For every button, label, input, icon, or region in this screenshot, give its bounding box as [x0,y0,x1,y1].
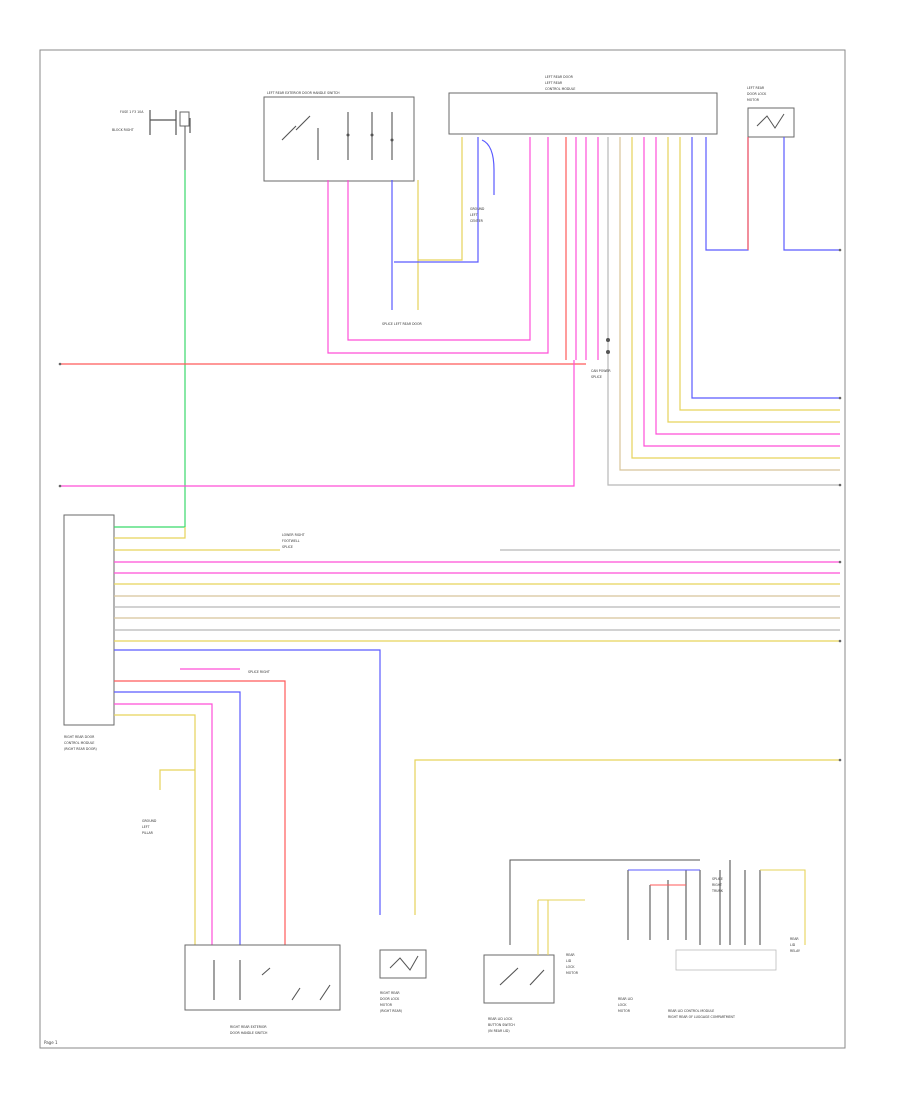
svg-text:DOOR LOCK: DOOR LOCK [747,92,767,96]
svg-text:LOCK: LOCK [566,965,575,969]
right-module-label: RIGHT REAR DOOR [64,735,95,739]
svg-text:PILLAR: PILLAR [142,831,154,835]
svg-text:CENTER: CENTER [470,219,484,223]
svg-text:CONTROL MODULE: CONTROL MODULE [64,741,94,745]
svg-text:FOOTWELL: FOOTWELL [282,539,300,543]
svg-text:MOTOR: MOTOR [618,1009,631,1013]
svg-text:MOTOR: MOTOR [747,98,760,102]
bus-labels: LOWER RIGHT FOOTWELL SPLICE SPLICE RIGHT… [142,533,305,835]
left-rear-lock-motor: LEFT REAR DOOR LOCK MOTOR [747,86,795,138]
svg-text:DOOR HANDLE SWITCH: DOOR HANDLE SWITCH [230,1031,268,1035]
splice-2-label: SPLICE RIGHT [248,670,270,674]
left-rear-exterior-switch: LEFT REAR EXTERIOR DOOR HANDLE SWITCH [263,91,415,182]
fuse-block-sublabel: BLOCK RIGHT [112,128,134,132]
ground-3-label: GROUND [142,819,157,823]
rear-lid-lock-label: REAR [566,953,575,957]
svg-text:(RIGHT REAR): (RIGHT REAR) [380,1009,402,1013]
left-rear-door-module-label: LEFT REAR DOOR [545,75,574,79]
svg-text:SPLICE: SPLICE [591,375,602,379]
top-wiring [60,137,840,487]
svg-text:MOTOR: MOTOR [380,1003,393,1007]
right-edge-connectors [58,248,842,762]
ground-1-label: GROUND [470,207,485,211]
svg-text:LID: LID [790,943,796,947]
svg-text:SPLICE: SPLICE [282,545,293,549]
svg-text:LEFT: LEFT [470,213,478,217]
right-rear-ext-switch-label: RIGHT REAR EXTERIOR [230,1025,267,1029]
ground-2-label: SPLICE LEFT REAR DOOR [382,322,423,326]
left-rear-ext-switch-label: LEFT REAR EXTERIOR DOOR HANDLE SWITCH [267,91,340,95]
diagram-frame [39,49,846,1049]
right-rear-lock-motor-label: RIGHT REAR [380,991,400,995]
trunk-splice-label: SPLICE [712,877,723,881]
svg-text:TRUNK: TRUNK [711,889,724,893]
svg-text:CONTROL MODULE: CONTROL MODULE [545,87,575,91]
svg-text:LEFT REAR: LEFT REAR [545,81,563,85]
fuse-block-area: FUSE 1 F3 10A BLOCK RIGHT [112,110,191,527]
module-bus [114,526,840,945]
right-rear-exterior-switch: RIGHT REAR EXTERIOR DOOR HANDLE SWITCH [184,944,341,1035]
right-rear-lock-motor: RIGHT REAR DOOR LOCK MOTOR (RIGHT REAR) [379,949,427,1013]
splice-1-label: CAN POWER [591,369,611,373]
svg-text:MOTOR: MOTOR [566,971,579,975]
left-rear-lock-motor-label: LEFT REAR [747,86,765,90]
splice-markers-top: CAN POWER SPLICE GROUND LEFT CENTER SPLI… [382,207,611,379]
svg-text:RIGHT REAR OF LUGGAGE COMPARTM: RIGHT REAR OF LUGGAGE COMPARTMENT [668,1015,735,1019]
svg-text:DOOR LOCK: DOOR LOCK [380,997,400,1001]
rear-lid-switch: REAR LID LOCK BUTTON SWITCH (IN REAR LID… [483,859,700,1033]
rear-lid-motor-group: REAR LID LOCK MOTOR REAR LID LOCK MOTOR … [566,860,806,1019]
svg-text:RIGHT: RIGHT [712,883,722,887]
left-rear-door-module: LEFT REAR DOOR LEFT REAR CONTROL MODULE [448,75,718,135]
rear-lid-control-label: REAR LID CONTROL MODULE [668,1009,714,1013]
rear-lid-relay-label: REAR [790,937,799,941]
fuse-block-label: FUSE 1 F3 10A [120,110,144,114]
svg-text:LEFT: LEFT [142,825,150,829]
left-footwell-splice-label: LOWER RIGHT [282,533,305,537]
svg-text:LID: LID [566,959,572,963]
svg-text:RELAY: RELAY [790,949,800,953]
svg-text:(IN REAR LID): (IN REAR LID) [488,1029,510,1033]
svg-text:LOCK: LOCK [618,1003,627,1007]
svg-text:(RIGHT REAR DOOR): (RIGHT REAR DOOR) [64,747,97,751]
rear-lid-motor-label: REAR LID [618,997,633,1001]
rear-lid-switch-label: REAR LID LOCK [488,1017,513,1021]
right-module: RIGHT REAR DOOR CONTROL MODULE (RIGHT RE… [63,514,115,751]
svg-text:BUTTON SWITCH: BUTTON SWITCH [488,1023,515,1027]
page-label: Page 1 [44,1040,58,1045]
